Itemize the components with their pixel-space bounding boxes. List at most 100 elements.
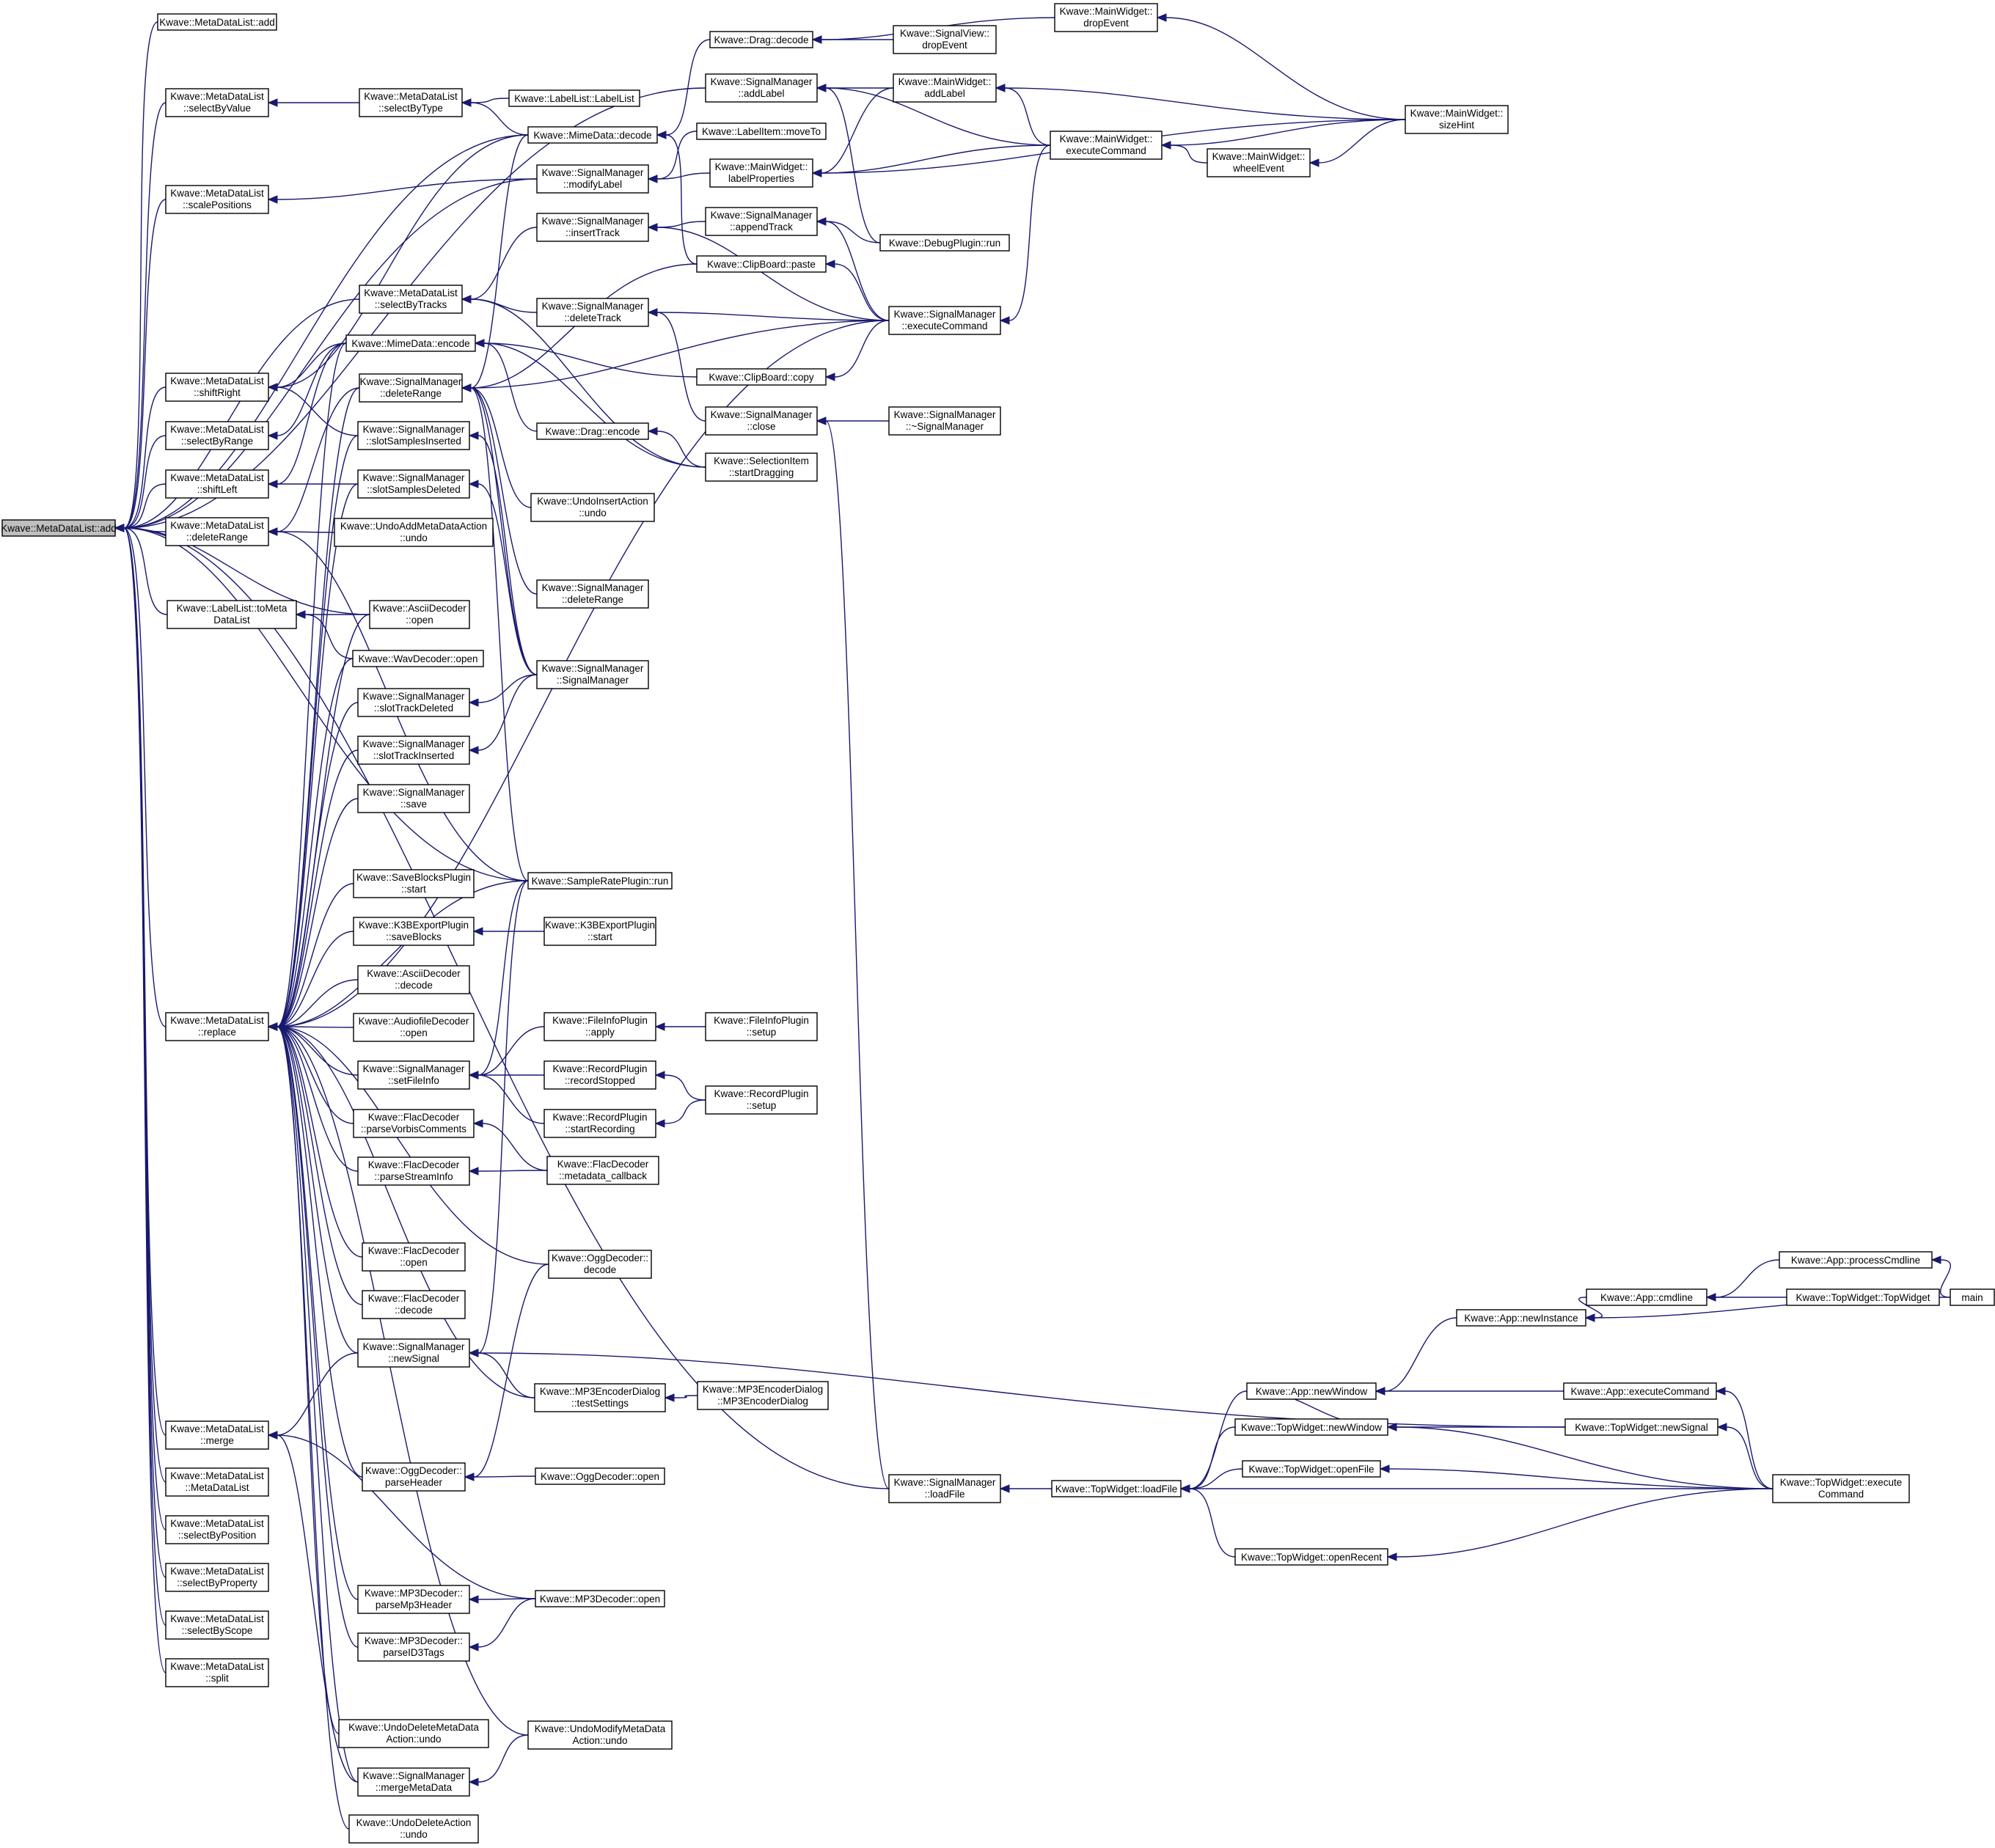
node-box[interactable] — [536, 422, 649, 440]
node-box[interactable] — [705, 406, 818, 436]
graph-node[interactable]: Kwave::OggDecoder::parseHeader — [362, 1462, 466, 1492]
graph-node[interactable]: Kwave::K3BExportPlugin::start — [543, 917, 656, 946]
node-box[interactable] — [357, 1156, 470, 1186]
graph-node[interactable]: Kwave::K3BExportPlugin::saveBlocks — [353, 917, 475, 946]
graph-node[interactable]: Kwave::TopWidget::openFile — [1242, 1460, 1381, 1478]
graph-node[interactable]: Kwave::TopWidget::executeCommand — [1772, 1474, 1910, 1503]
node-box[interactable] — [508, 89, 640, 107]
node-box[interactable] — [536, 579, 649, 609]
graph-node[interactable]: Kwave::SignalManager::slotSamplesInserte… — [357, 421, 470, 450]
node-box[interactable] — [353, 917, 475, 946]
node-box[interactable] — [535, 1467, 665, 1485]
graph-node[interactable]: Kwave::SignalManager::insertTrack — [536, 213, 649, 242]
graph-node[interactable]: Kwave::ClipBoard::paste — [696, 255, 827, 273]
graph-node[interactable]: Kwave::MainWidget::executeCommand — [1050, 131, 1163, 160]
node-box[interactable] — [362, 1290, 466, 1319]
node-box[interactable] — [353, 1013, 475, 1042]
node-box[interactable] — [165, 1467, 269, 1497]
graph-node[interactable]: Kwave::MimeData::decode — [527, 126, 658, 144]
node-box[interactable] — [165, 373, 269, 402]
graph-node[interactable]: Kwave::FileInfoPlugin::apply — [543, 1012, 656, 1041]
node-box[interactable] — [1234, 1418, 1388, 1436]
graph-node[interactable]: Kwave::MainWidget::wheelEvent — [1207, 148, 1311, 177]
node-box[interactable] — [705, 73, 818, 103]
node-box[interactable] — [527, 872, 673, 890]
graph-node[interactable]: Kwave::MetaDataList::deleteRange — [165, 517, 269, 546]
graph-node[interactable]: Kwave::MainWidget::addLabel — [893, 73, 997, 103]
node-box[interactable] — [527, 1720, 673, 1750]
node-box[interactable] — [543, 1060, 656, 1090]
node-box[interactable] — [348, 1814, 479, 1844]
graph-node[interactable]: Kwave::TopWidget::loadFile — [1051, 1480, 1182, 1497]
node-box[interactable] — [543, 1109, 656, 1138]
node-box[interactable] — [165, 421, 269, 450]
node-box[interactable] — [697, 1381, 829, 1410]
node-box[interactable] — [357, 965, 470, 994]
graph-node[interactable]: Kwave::MetaDataList::shiftLeft — [165, 469, 269, 499]
node-box[interactable] — [527, 126, 658, 144]
node-box[interactable] — [334, 518, 494, 547]
node-box[interactable] — [1234, 1548, 1388, 1566]
node-box[interactable] — [165, 517, 269, 546]
graph-node[interactable]: Kwave::App::executeCommand — [1563, 1382, 1717, 1400]
node-box[interactable] — [1564, 1418, 1718, 1436]
node-box[interactable] — [165, 1420, 269, 1450]
node-box[interactable] — [165, 1610, 269, 1640]
graph-node[interactable]: Kwave::LabelItem::moveTo — [696, 122, 827, 140]
graph-node[interactable]: Kwave::Drag::encode — [536, 422, 649, 440]
node-box[interactable] — [546, 1156, 659, 1185]
node-box[interactable] — [536, 298, 649, 327]
node-box[interactable] — [165, 1515, 269, 1544]
node-box[interactable] — [536, 213, 649, 242]
graph-node[interactable]: Kwave::MainWidget::sizeHint — [1405, 105, 1509, 134]
node-box[interactable] — [166, 600, 297, 629]
graph-node[interactable]: Kwave::SignalManager::slotSamplesDeleted — [357, 469, 470, 499]
graph-node[interactable]: Kwave::SignalManager::modifyLabel — [536, 164, 649, 194]
graph-node[interactable]: Kwave::FlacDecoder::parseStreamInfo — [357, 1156, 470, 1186]
graph-node[interactable]: Kwave::SignalManager::appendTrack — [705, 207, 818, 236]
graph-node[interactable]: Kwave::DebugPlugin::run — [879, 234, 1010, 252]
node-box[interactable] — [1950, 1288, 1995, 1306]
node-box[interactable] — [165, 1563, 269, 1592]
node-box[interactable] — [1456, 1309, 1586, 1327]
node-box[interactable] — [165, 1012, 269, 1041]
graph-node[interactable]: Kwave::MetaDataList::selectByRange — [165, 421, 269, 450]
node-box[interactable] — [165, 88, 269, 117]
node-box[interactable] — [345, 334, 476, 352]
node-box[interactable] — [1242, 1460, 1381, 1478]
node-box[interactable] — [165, 185, 269, 214]
node-box[interactable] — [165, 1658, 269, 1687]
graph-node[interactable]: Kwave::MetaDataList::selectByProperty — [165, 1563, 269, 1592]
node-box[interactable] — [530, 493, 655, 522]
graph-node[interactable]: Kwave::SignalManager::deleteTrack — [536, 298, 649, 327]
graph-node[interactable]: Kwave::SignalManager::deleteRange — [359, 373, 463, 403]
graph-node[interactable]: Kwave::SignalManager::newSignal — [357, 1338, 470, 1368]
node-box[interactable] — [353, 1109, 475, 1138]
graph-node[interactable]: Kwave::SignalManager::addLabel — [705, 73, 818, 103]
graph-node[interactable]: Kwave::MimeData::encode — [345, 334, 476, 352]
node-box[interactable] — [1772, 1474, 1910, 1503]
graph-node[interactable]: Kwave::SelectionItem::startDragging — [705, 452, 818, 482]
graph-node[interactable]: Kwave::MP3Decoder::parseMp3Header — [357, 1585, 470, 1614]
graph-node[interactable]: Kwave::MetaDataList::selectByTracks — [359, 285, 463, 314]
node-box[interactable] — [709, 31, 813, 48]
graph-node[interactable]: Kwave::MetaDataList::replace — [165, 1012, 269, 1041]
graph-node[interactable]: Kwave::UndoDeleteAction::undo — [348, 1814, 479, 1844]
graph-node[interactable]: Kwave::FileInfoPlugin::setup — [705, 1012, 818, 1041]
graph-node[interactable]: Kwave::TopWidget::newSignal — [1564, 1418, 1718, 1436]
node-box[interactable] — [1051, 1480, 1182, 1497]
graph-node[interactable]: Kwave::App::newInstance — [1456, 1309, 1586, 1327]
graph-node[interactable]: Kwave::LabelList::LabelList — [508, 89, 640, 107]
graph-node[interactable]: Kwave::MetaDataList::shiftRight — [165, 373, 269, 402]
node-box[interactable] — [548, 1250, 652, 1279]
graph-node[interactable]: Kwave::SignalManager::slotTrackDeleted — [357, 688, 470, 717]
graph-node[interactable]: Kwave::AsciiDecoder::decode — [357, 965, 470, 994]
graph-node[interactable]: Kwave::UndoAddMetaDataAction::undo — [334, 518, 494, 547]
graph-node[interactable]: Kwave::SignalManager::save — [357, 784, 470, 813]
node-box[interactable] — [1, 519, 116, 537]
graph-node[interactable]: Kwave::SignalManager::SignalManager — [536, 660, 649, 689]
graph-node[interactable]: Kwave::RecordPlugin::recordStopped — [543, 1060, 656, 1090]
node-box[interactable] — [357, 1632, 470, 1662]
